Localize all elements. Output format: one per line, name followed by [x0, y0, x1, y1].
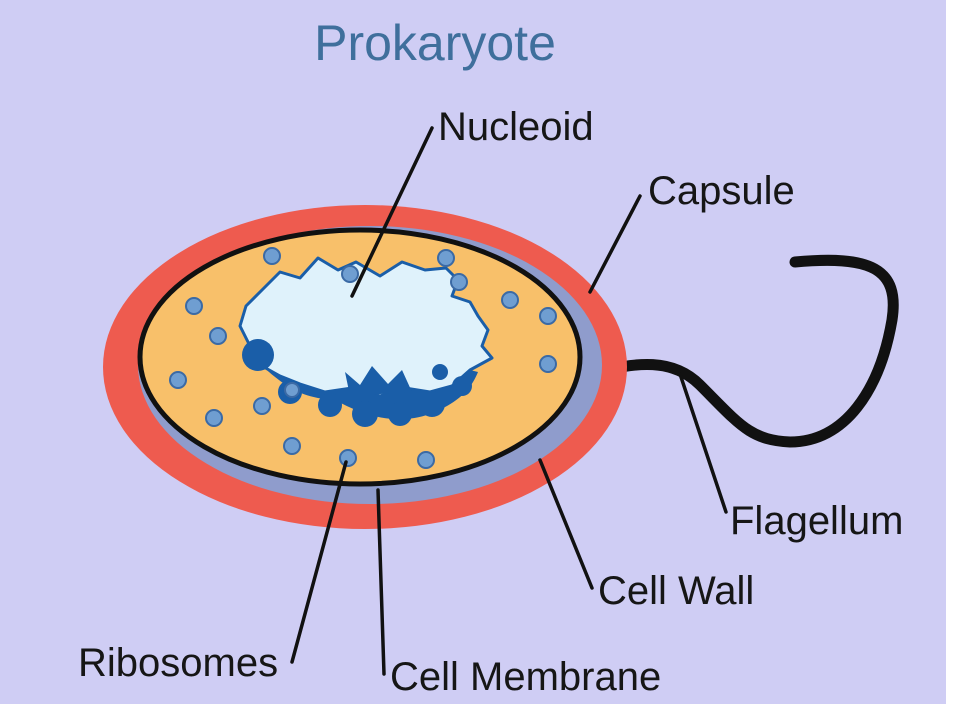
ribosomes-leader — [290, 460, 348, 664]
label-nucleoid: Nucleoid — [438, 105, 594, 149]
ribosomes — [169, 247, 557, 469]
prokaryote-diagram: Prokaryote — [78, 15, 903, 699]
cell-membrane-leader — [376, 488, 386, 676]
label-ribosomes: Ribosomes — [78, 641, 278, 685]
label-cell-membrane: Cell Membrane — [390, 655, 661, 699]
diagram-canvas: Prokaryote — [0, 0, 946, 704]
flagellum-leader — [678, 372, 728, 514]
label-flagellum: Flagellum — [730, 499, 903, 543]
cell-wall-leader — [538, 458, 594, 590]
flagellum — [572, 254, 899, 448]
dna-strands — [242, 339, 478, 427]
diagram-title: Prokaryote — [314, 15, 556, 71]
capsule-leader — [588, 194, 642, 294]
label-cell-wall: Cell Wall — [598, 569, 754, 613]
nucleoid-leader — [350, 126, 434, 298]
label-capsule: Capsule — [648, 169, 795, 213]
